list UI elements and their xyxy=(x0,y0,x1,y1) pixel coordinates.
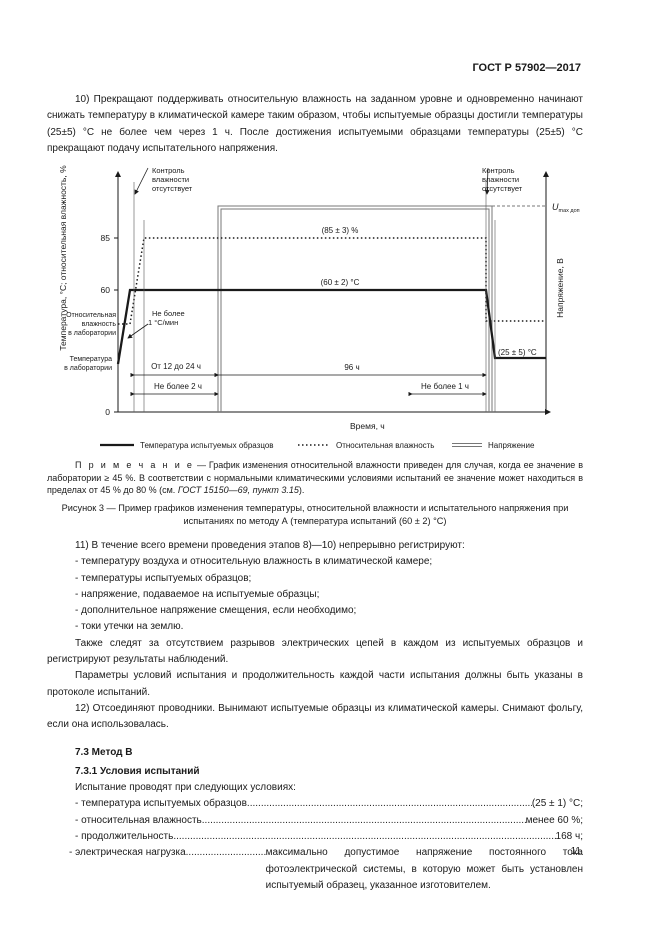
legend-temperature: Температура испытуемых образцов xyxy=(140,441,274,450)
list-item: - дополнительное напряжение смещения, ес… xyxy=(75,605,357,617)
temperature-series xyxy=(116,288,546,365)
chart-svg: 85 60 0 Температура, °С; относительная в… xyxy=(58,165,580,450)
section-title: 7.3 Метод B xyxy=(75,746,133,758)
legend-voltage: Напряжение xyxy=(488,441,535,450)
body-text: 11) В течение всего времени проведения э… xyxy=(47,538,583,894)
y-axis-left-label: Температура, °С; относительная влажность… xyxy=(58,165,68,351)
paragraph-params: Параметры условий испытания и продолжите… xyxy=(47,670,583,698)
condition-row: - относительная влажность ..............… xyxy=(75,814,583,826)
subsection-title: 7.3.1 Условия испытаний xyxy=(75,765,200,777)
x-axis-label: Время, ч xyxy=(350,421,385,431)
legend: Температура испытуемых образцов Относите… xyxy=(100,441,535,450)
span-2h: Не более 2 ч xyxy=(154,382,202,391)
list-item: - температуры испытуемых образцов; xyxy=(75,572,252,584)
span-12-24: От 12 до 24 ч xyxy=(151,362,201,371)
figure-chart: 85 60 0 Температура, °С; относительная в… xyxy=(40,160,600,461)
span-1h: Не более 1 ч xyxy=(421,382,469,391)
u-label: Umax доп xyxy=(552,202,580,214)
paragraph-12: 12) Отсоединяют проводники. Вынимают исп… xyxy=(47,702,583,731)
page-number: 11 xyxy=(570,846,581,857)
y-tick-0: 0 xyxy=(105,407,110,417)
voltage-series xyxy=(217,205,546,412)
conditions-intro: Испытание проводят при следующих условия… xyxy=(75,782,296,794)
figure-note: П р и м е ч а н и е — График изменения о… xyxy=(47,460,584,496)
final-temp-label: (25 ± 5) °С xyxy=(498,348,537,357)
humidity-setpoint-label: (85 ± 3) % xyxy=(322,226,359,235)
list-item: - токи утечки на землю. xyxy=(75,621,184,633)
condition-row: - продолжительность ....................… xyxy=(75,831,583,843)
figure-caption: Рисунок 3 — Пример графиков изменения те… xyxy=(61,503,569,526)
span-96: 96 ч xyxy=(344,363,359,372)
y-axis-right-label: Напряжение, В xyxy=(555,258,565,318)
condition-row: - температура испытуемых образцов.......… xyxy=(75,798,583,810)
y-tick-85: 85 xyxy=(101,233,111,243)
paragraph-circuits: Также следят за отсутствием разрывов эле… xyxy=(47,637,583,666)
legend-humidity: Относительная влажность xyxy=(336,441,434,450)
temp-setpoint-label: (60 ± 2) °С xyxy=(321,278,360,287)
paragraph-11: 11) В течение всего времени проведения э… xyxy=(75,540,465,551)
intro-paragraph: 10) Прекращают поддерживать относительну… xyxy=(47,94,583,154)
standard-designation: ГОСТ Р 57902—2017 xyxy=(472,62,581,74)
list-item: - температуру воздуха и относительную вл… xyxy=(75,556,433,568)
condition-load: - электрическая нагрузка................… xyxy=(69,847,583,891)
y-tick-60: 60 xyxy=(101,285,111,295)
list-item: - напряжение, подаваемое на испытуемые о… xyxy=(75,588,320,600)
